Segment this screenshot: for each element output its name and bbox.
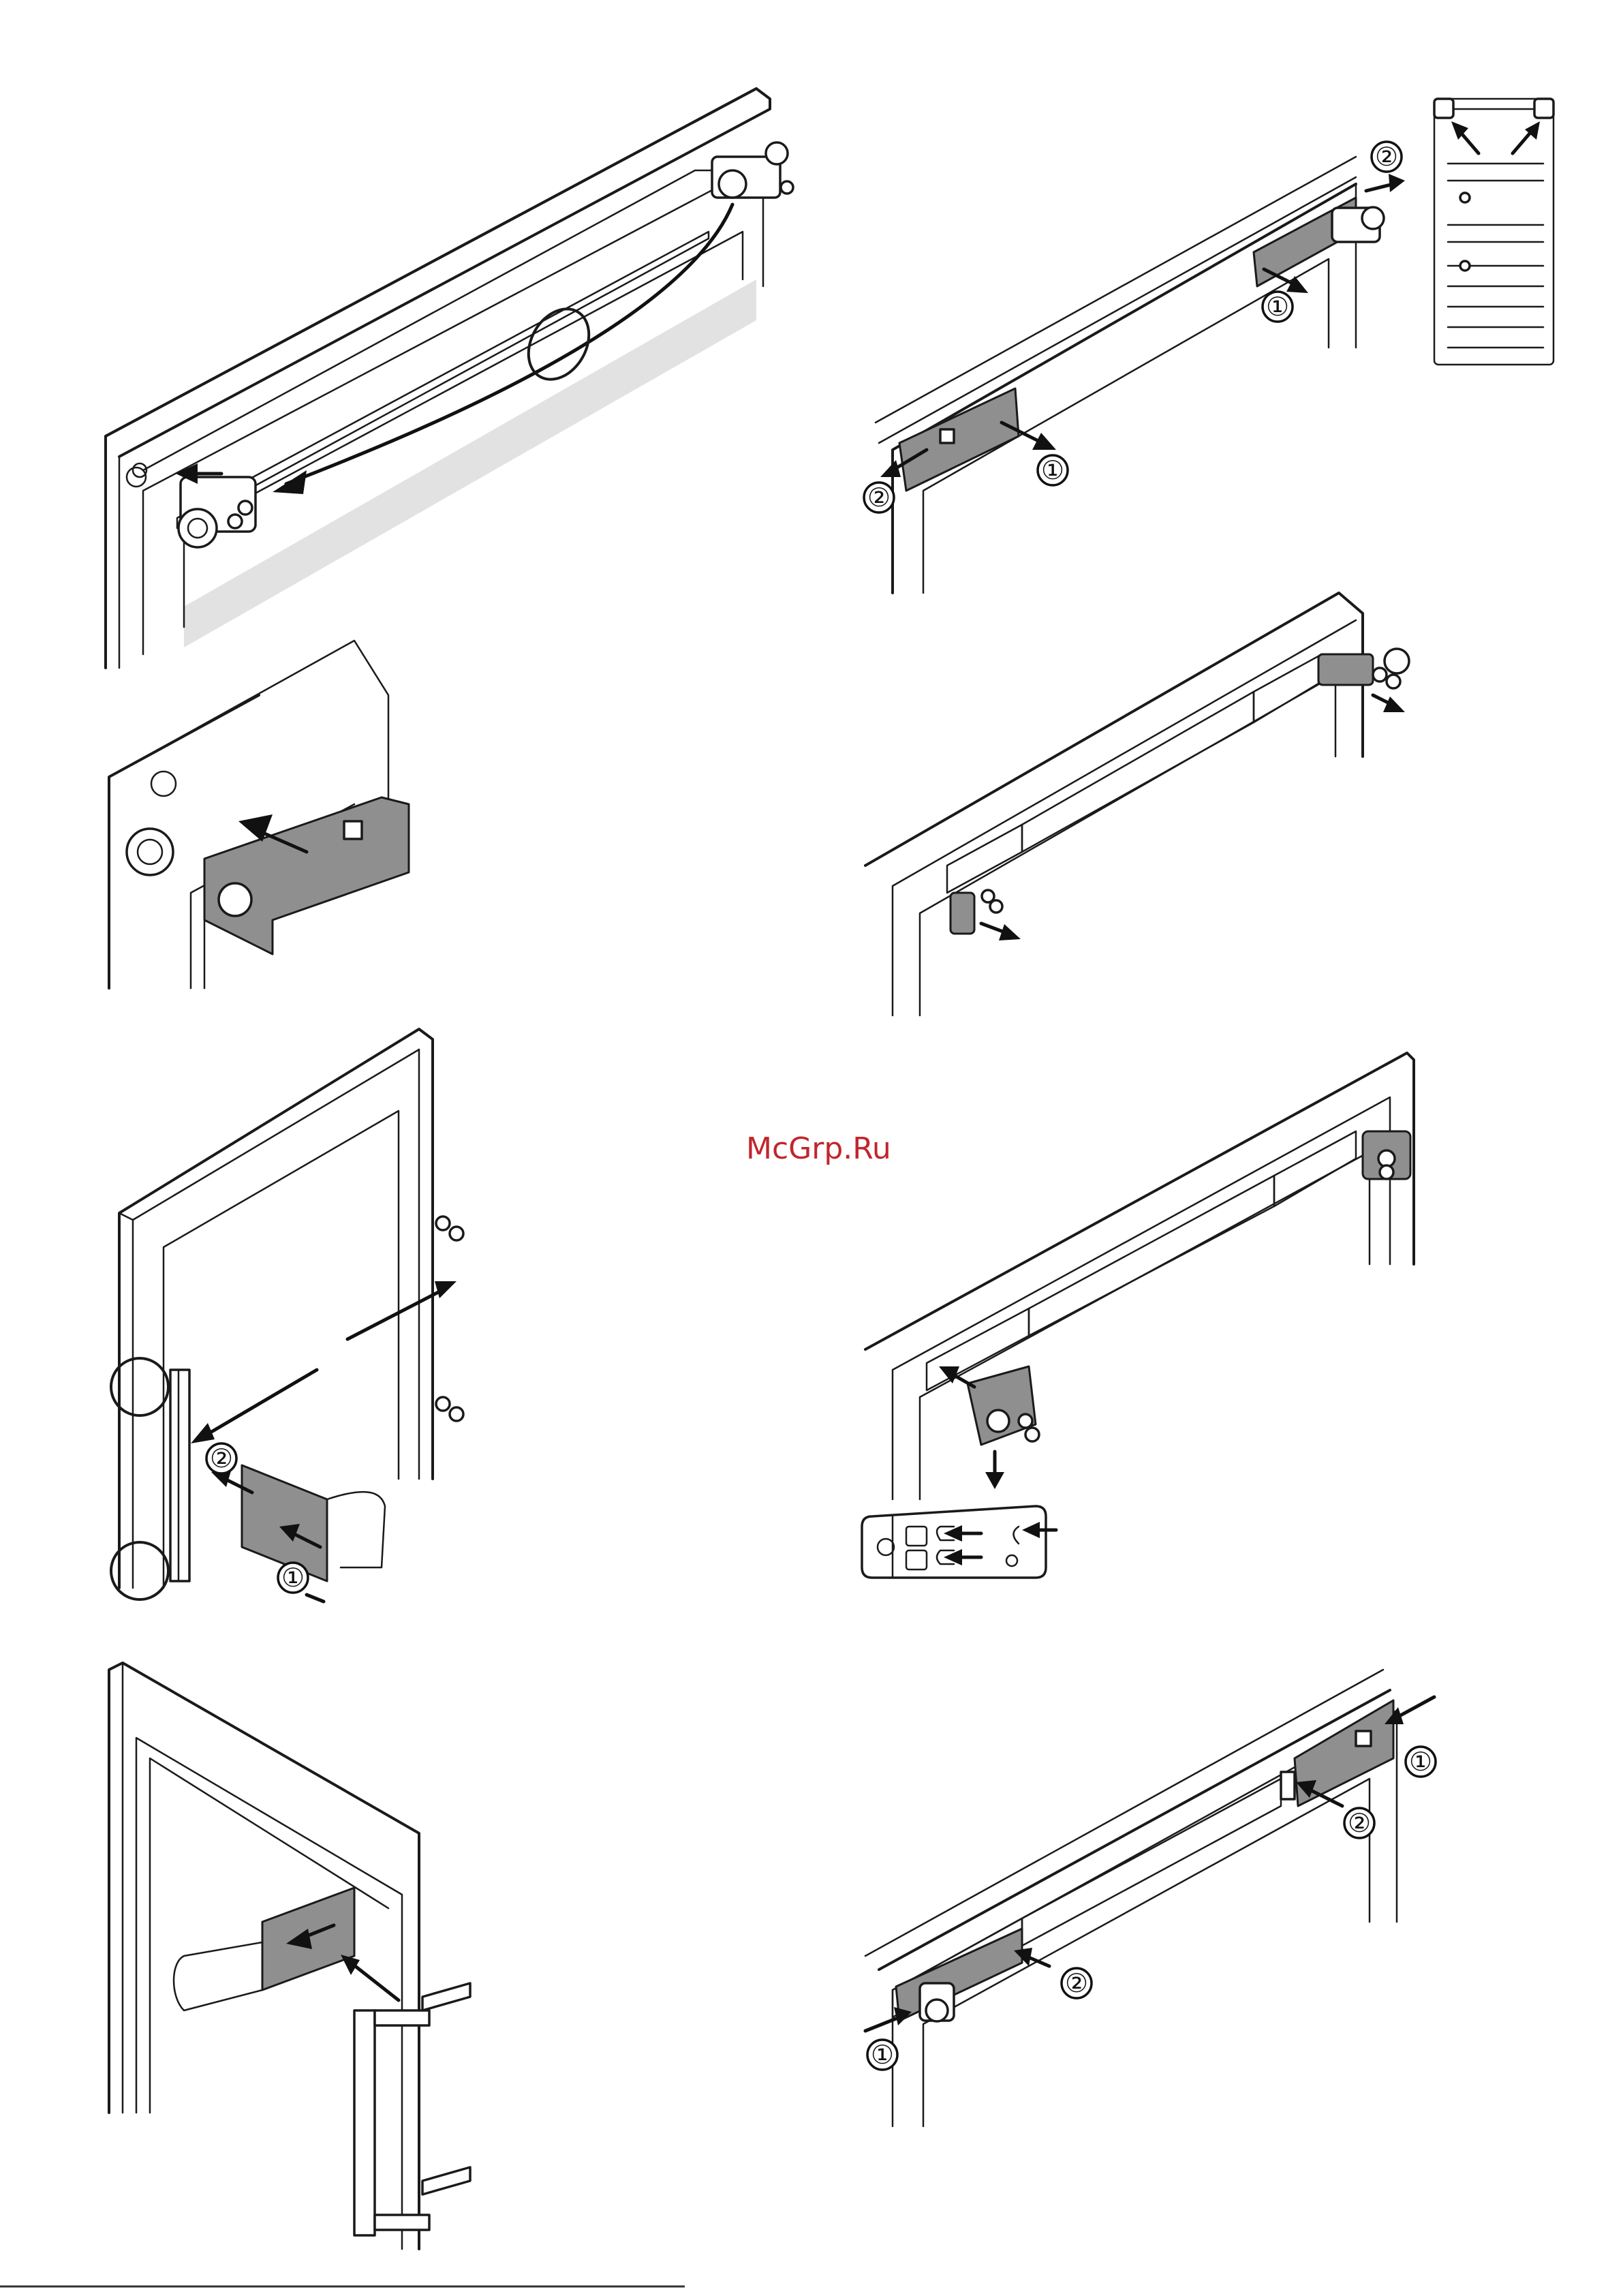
watermark-text: McGrp.Ru <box>746 1131 891 1166</box>
hinge-template-icon <box>862 1506 1046 1578</box>
hinge-icon <box>1363 1131 1410 1179</box>
step-1-marker: ① <box>867 2040 897 2070</box>
hinge-icon <box>1318 649 1409 688</box>
svg-text:①: ① <box>871 2040 894 2070</box>
hinge-icon <box>179 477 256 547</box>
step-2-marker: ② <box>206 1443 236 1473</box>
step-2-marker: ② <box>1062 1968 1092 1998</box>
handle-bar-icon <box>170 1370 189 1581</box>
cover-plate-icon <box>896 1700 1393 2021</box>
step-1-marker: ① <box>1406 1747 1436 1777</box>
screw-icon <box>436 1216 463 1421</box>
panel-6-hinge-removal <box>865 593 1409 1015</box>
svg-text:①: ① <box>1041 455 1064 485</box>
step-2-marker: ② <box>1372 142 1402 172</box>
panel-3-handle-removal: ② ① <box>111 1029 463 1602</box>
svg-text:①: ① <box>1409 1747 1432 1777</box>
cover-plate-icon <box>174 1888 354 2010</box>
panel-7-hinge-template <box>862 1053 1414 1578</box>
svg-text:②: ② <box>1065 1968 1088 1998</box>
step-1-marker: ① <box>278 1563 308 1593</box>
step-2-marker: ② <box>1344 1808 1374 1838</box>
hinge-icon <box>968 1366 1039 1445</box>
svg-text:②: ② <box>210 1443 233 1473</box>
hinge-icon <box>1332 207 1384 242</box>
panel-4-handle-refit <box>109 1663 470 2249</box>
panel-1-hinge-transfer <box>106 89 793 668</box>
svg-text:②: ② <box>1348 1808 1371 1838</box>
cover-plate-icon <box>899 198 1356 491</box>
hinge-icon <box>712 142 793 198</box>
step-1-marker: ① <box>1263 292 1293 322</box>
svg-text:②: ② <box>867 483 891 512</box>
panel-2-cover-plate <box>109 641 409 988</box>
step-1-marker: ① <box>1038 455 1068 485</box>
svg-text:②: ② <box>1375 142 1398 172</box>
appliance-front-icon <box>1434 99 1554 365</box>
svg-text:①: ① <box>1266 292 1289 322</box>
step-2-marker: ② <box>864 483 894 512</box>
cover-plate-icon <box>204 797 409 954</box>
panel-8-cover-refit: ① ② ① ② <box>865 1670 1436 2126</box>
svg-text:①: ① <box>281 1563 305 1593</box>
panel-5-cover-removal: ① ② ① ② <box>864 99 1554 593</box>
